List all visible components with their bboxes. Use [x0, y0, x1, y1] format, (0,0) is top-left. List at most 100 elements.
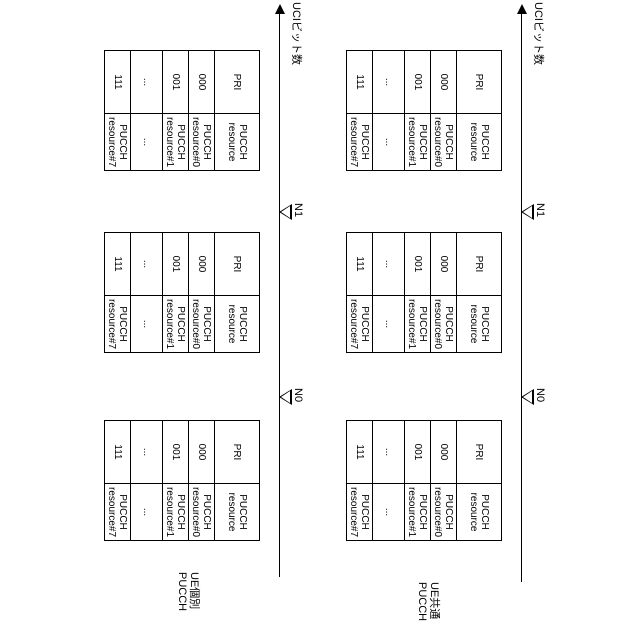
- threshold-marker-n1-row2: [521, 204, 534, 220]
- row-label-line2: PUCCH: [416, 582, 428, 621]
- resource-line1: PUCCH: [444, 116, 455, 168]
- table-row: 111PUCCHresource#7: [347, 233, 373, 353]
- axis-label-row1: UCIビット数: [290, 2, 302, 65]
- table-row: 001PUCCHresource#1: [163, 51, 189, 171]
- table-row: 001PUCCHresource#1: [405, 421, 431, 541]
- resource-cell: PUCCHresource#1: [163, 484, 189, 541]
- resource-cell: PUCCHresource#7: [347, 296, 373, 353]
- pri-cell: PRI: [215, 421, 260, 484]
- resource-line1: PUCCH: [176, 486, 187, 538]
- row-label-line1: UE個別: [188, 572, 200, 611]
- resource-line1: PUCCH: [479, 486, 490, 538]
- pri-cell: 111: [347, 233, 373, 296]
- resource-line1: PUCCH: [202, 486, 213, 538]
- threshold-marker-n1-row1: [279, 204, 292, 220]
- table-row: ......: [373, 233, 405, 353]
- row-label-ue-specific: UE個別 PUCCH: [176, 572, 200, 611]
- table-row: 000PUCCHresource#0: [189, 51, 215, 171]
- pri-table: PRIPUCCHresource000PUCCHresource#0001PUC…: [346, 50, 502, 171]
- table-header-row: PRIPUCCHresource: [457, 421, 502, 541]
- resource-line2: resource: [226, 298, 237, 350]
- resource-line1: PUCCH: [479, 116, 490, 168]
- resource-cell: PUCCHresource: [457, 484, 502, 541]
- table-header-row: PRIPUCCHresource: [457, 233, 502, 353]
- resource-cell: PUCCHresource: [457, 114, 502, 171]
- resource-line1: PUCCH: [418, 298, 429, 350]
- resource-line1: PUCCH: [479, 298, 490, 350]
- threshold-label-n0-row1: N0: [292, 388, 304, 402]
- table-row: 111PUCCHresource#7: [347, 51, 373, 171]
- resource-line1: PUCCH: [202, 116, 213, 168]
- table-row: 111PUCCHresource#7: [105, 51, 131, 171]
- resource-cell: PUCCHresource#0: [189, 484, 215, 541]
- resource-line1: PUCCH: [118, 116, 129, 168]
- pri-cell: 111: [347, 421, 373, 484]
- pri-cell: ...: [373, 421, 405, 484]
- table-row: 000PUCCHresource#0: [431, 51, 457, 171]
- resource-line1: PUCCH: [418, 486, 429, 538]
- pri-cell: PRI: [457, 233, 502, 296]
- resource-line1: ...: [141, 486, 152, 538]
- resource-cell: PUCCHresource#0: [431, 296, 457, 353]
- resource-line1: PUCCH: [176, 116, 187, 168]
- table-row: ......: [131, 421, 163, 541]
- pri-table: PRIPUCCHresource000PUCCHresource#0001PUC…: [346, 420, 502, 541]
- pri-table: PRIPUCCHresource000PUCCHresource#0001PUC…: [104, 50, 260, 171]
- table-row: 001PUCCHresource#1: [163, 421, 189, 541]
- axis-line-row1: [279, 12, 280, 577]
- resource-line2: resource#1: [407, 116, 418, 168]
- pri-table: PRIPUCCHresource000PUCCHresource#0001PUC…: [346, 232, 502, 353]
- resource-line2: resource#7: [349, 298, 360, 350]
- table-row: ......: [373, 51, 405, 171]
- resource-cell: PUCCHresource#0: [431, 114, 457, 171]
- resource-cell: PUCCHresource: [215, 484, 260, 541]
- pri-cell: 111: [105, 51, 131, 114]
- resource-line1: ...: [383, 298, 394, 350]
- resource-line1: PUCCH: [418, 116, 429, 168]
- row-label-line1: UE共通: [428, 582, 440, 621]
- pri-cell: 001: [163, 233, 189, 296]
- table-header-row: PRIPUCCHresource: [215, 421, 260, 541]
- pri-cell: 000: [189, 51, 215, 114]
- table-header-row: PRIPUCCHresource: [215, 233, 260, 353]
- axis-arrowhead-row1: [275, 4, 285, 14]
- pri-cell: ...: [373, 233, 405, 296]
- resource-cell: PUCCHresource#0: [431, 484, 457, 541]
- table-row: ......: [131, 233, 163, 353]
- resource-line2: resource#1: [165, 116, 176, 168]
- pri-cell: 000: [189, 421, 215, 484]
- resource-cell: PUCCHresource#1: [163, 296, 189, 353]
- threshold-label-n1-row1: N1: [292, 203, 304, 217]
- resource-line1: ...: [141, 116, 152, 168]
- pri-cell: PRI: [457, 421, 502, 484]
- row-label-ue-common: UE共通 PUCCH: [416, 582, 440, 621]
- pri-cell: ...: [131, 51, 163, 114]
- resource-cell: PUCCHresource#7: [105, 296, 131, 353]
- resource-line1: PUCCH: [118, 298, 129, 350]
- table-row: ......: [373, 421, 405, 541]
- resource-line1: PUCCH: [360, 486, 371, 538]
- threshold-marker-n0-row1: [279, 389, 292, 405]
- resource-line2: resource#1: [165, 298, 176, 350]
- threshold-label-n1-row2: N1: [534, 203, 546, 217]
- resource-cell: ...: [373, 296, 405, 353]
- row-label-line2: PUCCH: [176, 572, 188, 611]
- pri-cell: 111: [105, 421, 131, 484]
- resource-cell: PUCCHresource#1: [163, 114, 189, 171]
- pri-cell: ...: [131, 233, 163, 296]
- axis-line-row2: [521, 12, 522, 582]
- table-row: ......: [131, 51, 163, 171]
- resource-line1: PUCCH: [237, 298, 248, 350]
- resource-line1: ...: [141, 298, 152, 350]
- resource-line2: resource: [226, 486, 237, 538]
- pri-cell: 111: [105, 233, 131, 296]
- resource-line1: PUCCH: [444, 298, 455, 350]
- resource-line2: resource#0: [433, 298, 444, 350]
- pri-cell: 001: [405, 421, 431, 484]
- resource-cell: PUCCHresource#7: [105, 114, 131, 171]
- resource-line2: resource#0: [191, 298, 202, 350]
- axis-label-row2: UCIビット数: [532, 2, 544, 65]
- resource-cell: PUCCHresource#7: [105, 484, 131, 541]
- resource-cell: PUCCHresource#7: [347, 114, 373, 171]
- resource-cell: PUCCHresource: [457, 296, 502, 353]
